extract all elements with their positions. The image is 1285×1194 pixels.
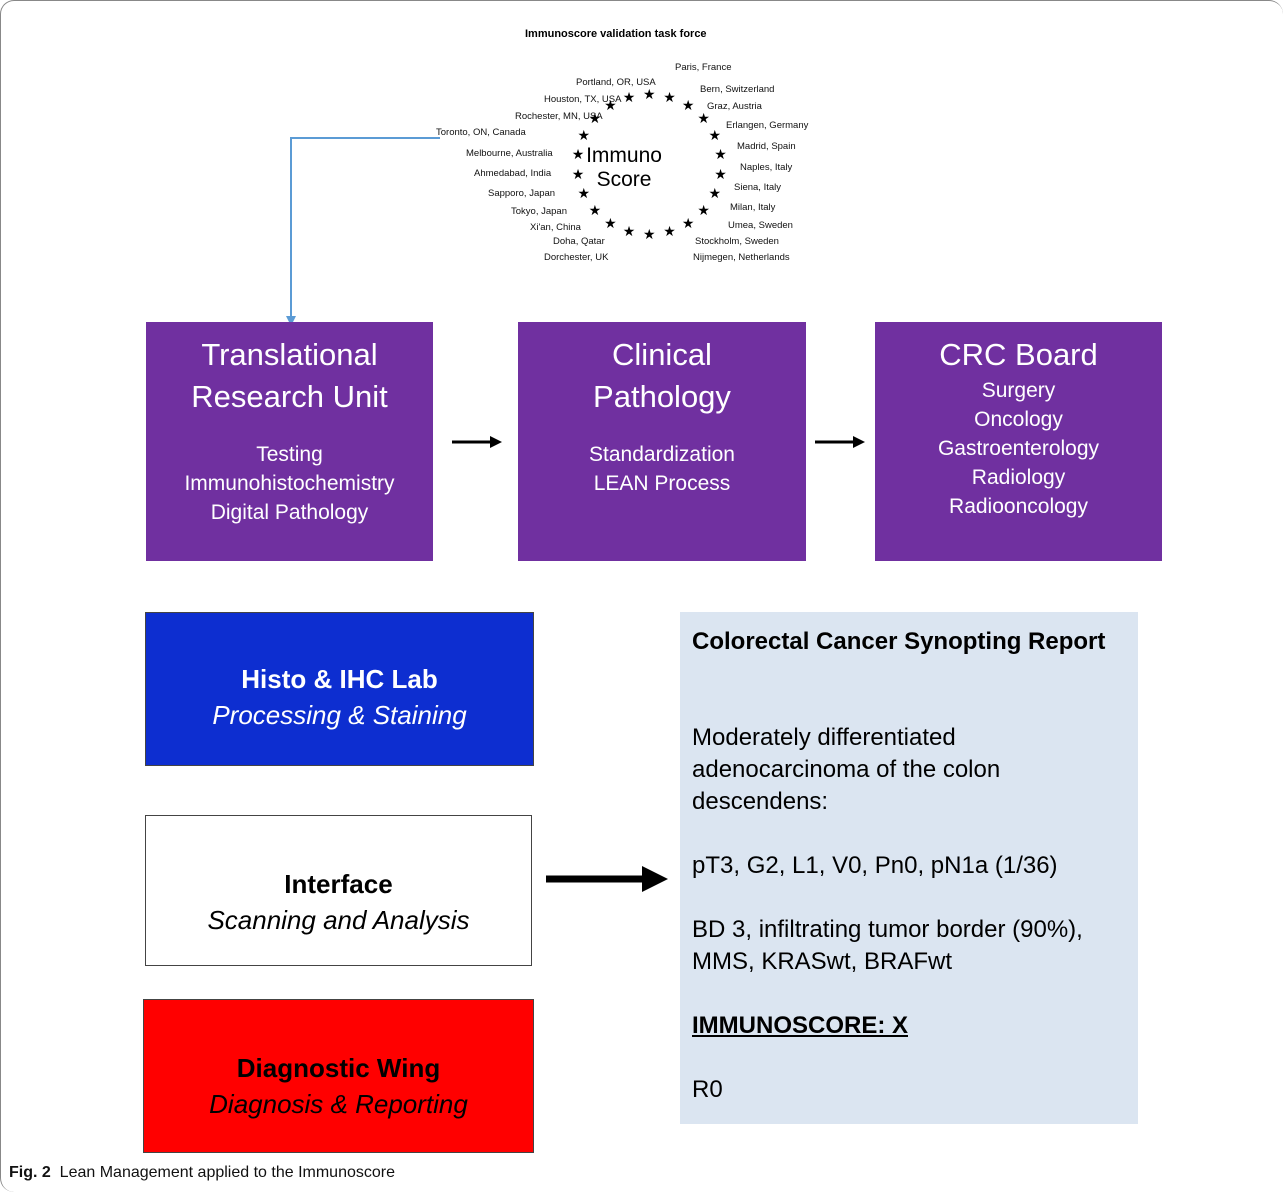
report-diagnosis: Moderately differentiated adenocarcinoma… xyxy=(692,724,1001,815)
taskforce-graphic: Immunoscore validation task force Immuno… xyxy=(436,22,840,277)
unit-title: Clinical Pathology xyxy=(593,337,731,414)
city-label: Erlangen, Germany xyxy=(726,120,809,131)
city-label: Doha, Qatar xyxy=(553,236,605,247)
city-label: Houston, TX, USA xyxy=(544,94,622,105)
unit-items: Testing Immunohistochemistry Digital Pat… xyxy=(184,443,395,524)
synoptic-report: Colorectal Cancer Synopting Report Moder… xyxy=(680,612,1138,1124)
unit-items: Surgery Oncology Gastroenterology Radiol… xyxy=(937,379,1100,518)
unit-box-crc-board: CRC Board Surgery Oncology Gastroenterol… xyxy=(875,322,1162,561)
star-icon: ★ xyxy=(714,165,727,182)
city-label: Graz, Austria xyxy=(707,101,762,112)
report-details: BD 3, infiltrating tumor border (90%), M… xyxy=(692,916,1083,975)
city-label: Milan, Italy xyxy=(730,202,776,213)
city-label: Bern, Switzerland xyxy=(700,84,775,95)
city-label: Portland, OR, USA xyxy=(576,77,656,88)
star-icon: ★ xyxy=(588,110,602,127)
city-label: Melbourne, Australia xyxy=(466,148,553,159)
immunoscore-center-label: Immuno Score xyxy=(586,144,662,191)
report-staging: pT3, G2, L1, V0, Pn0, pN1a (1/36) xyxy=(692,852,1058,879)
report-resection: R0 xyxy=(692,1076,723,1103)
star-icon: ★ xyxy=(681,97,695,114)
star-icon: ★ xyxy=(577,126,591,143)
star-icon: ★ xyxy=(604,214,617,231)
star-icon: ★ xyxy=(714,146,727,163)
report-title: Colorectal Cancer Synopting Report xyxy=(692,628,1106,655)
report-immunoscore: IMMUNOSCORE: X xyxy=(692,1012,908,1039)
star-icon: ★ xyxy=(571,165,585,182)
unit-title: CRC Board xyxy=(939,337,1098,372)
star-icon: ★ xyxy=(697,201,710,218)
city-label: Naples, Italy xyxy=(740,162,793,173)
city-label: Tokyo, Japan xyxy=(511,206,567,217)
star-icon: ★ xyxy=(663,88,676,105)
arrow-right-icon xyxy=(815,436,865,448)
city-label: Nijmegen, Netherlands xyxy=(693,252,790,263)
star-icon: ★ xyxy=(663,223,676,240)
star-icon: ★ xyxy=(643,86,656,102)
city-label: Umea, Sweden xyxy=(728,220,793,231)
city-label: Sapporo, Japan xyxy=(488,188,556,199)
unit-box-clinical-pathology: Clinical Pathology Standardization LEAN … xyxy=(518,322,806,561)
star-icon: ★ xyxy=(588,201,602,218)
lab-box-diagnostic-wing: Diagnostic Wing Diagnosis & Reporting xyxy=(143,999,534,1153)
star-icon: ★ xyxy=(571,146,585,163)
taskforce-title: Immunoscore validation task force xyxy=(525,28,707,40)
arrow-right-icon xyxy=(452,436,502,448)
unit-box-translational: Translational Research Unit Testing Immu… xyxy=(146,322,433,561)
star-icon: ★ xyxy=(622,223,636,240)
city-label: Rochester, MN, USA xyxy=(515,111,603,122)
city-label: Toronto, ON, Canada xyxy=(436,127,526,138)
star-icon: ★ xyxy=(604,97,617,114)
star-icon: ★ xyxy=(708,185,722,202)
star-icon: ★ xyxy=(681,214,695,231)
city-label: Paris, France xyxy=(675,62,732,73)
city-label: Siena, Italy xyxy=(734,182,781,193)
city-label: Dorchester, UK xyxy=(544,252,609,263)
star-icon: ★ xyxy=(622,88,636,105)
unit-items: Standardization LEAN Process xyxy=(589,443,735,495)
arrow-right-icon xyxy=(546,866,668,892)
star-icon: ★ xyxy=(577,185,591,202)
figure-caption: Fig. 2 Lean Management applied to the Im… xyxy=(9,1164,395,1181)
lab-box-interface: Interface Scanning and Analysis xyxy=(145,815,532,966)
connector-line xyxy=(286,137,440,326)
star-icon: ★ xyxy=(643,226,656,242)
city-label: Madrid, Spain xyxy=(737,141,796,152)
city-label: Stockholm, Sweden xyxy=(695,236,779,247)
star-icon: ★ xyxy=(708,126,722,143)
city-label: Xi'an, China xyxy=(530,222,581,233)
unit-title: Translational Research Unit xyxy=(191,337,388,414)
city-label: Ahmedabad, India xyxy=(474,168,552,179)
star-icon: ★ xyxy=(697,110,710,127)
lab-box-histo-ihc: Histo & IHC Lab Processing & Staining xyxy=(145,612,534,766)
